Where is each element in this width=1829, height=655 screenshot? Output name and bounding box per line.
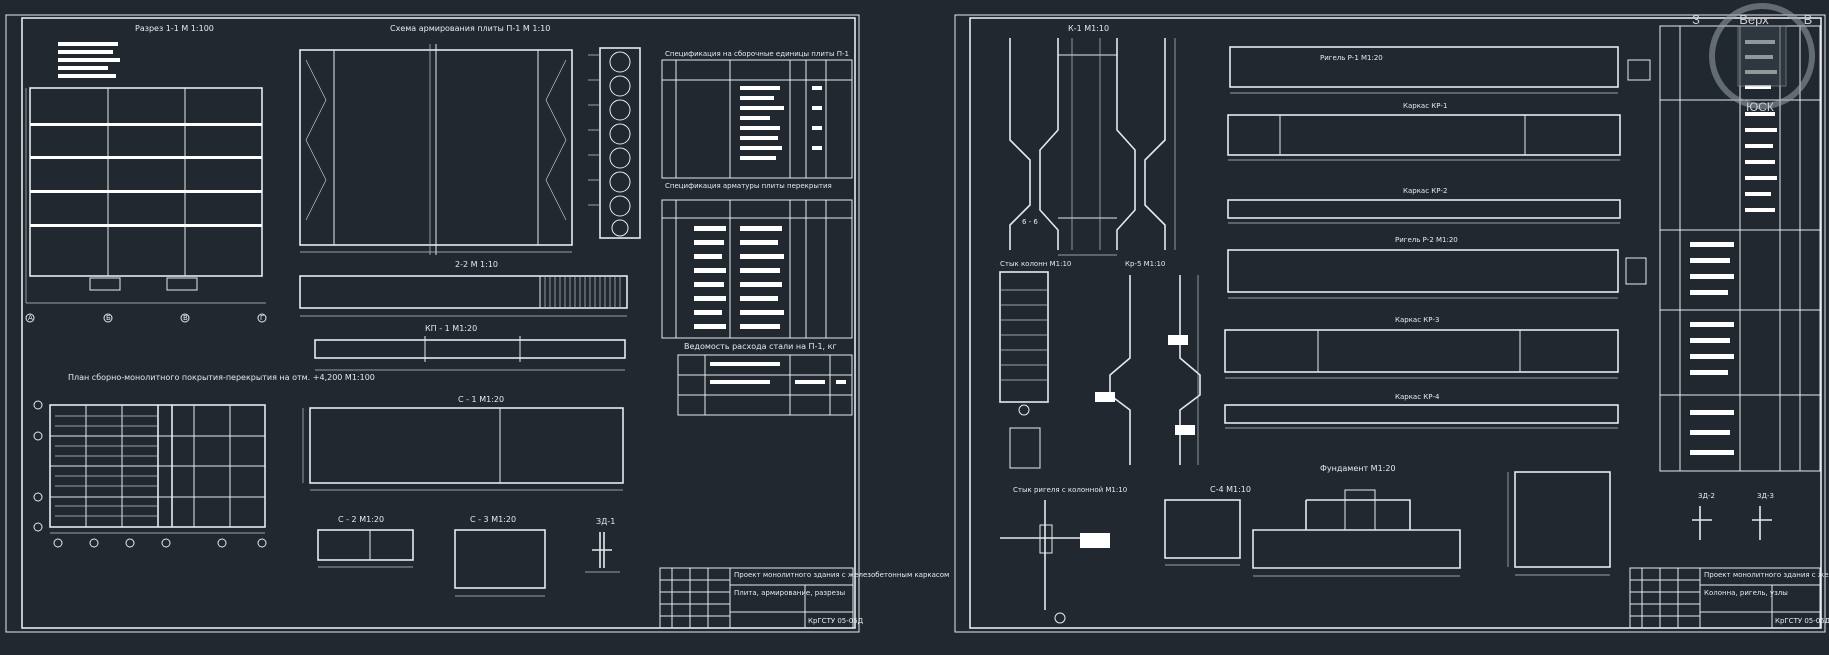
beam-r1[interactable]: Ригель Р-1 М1:20 <box>1229 46 1651 94</box>
viewcube-top-face[interactable]: Верх <box>1739 12 1769 27</box>
sheet-1-inner-frame <box>21 17 856 629</box>
sheet-1[interactable]: Разрез 1-1 М 1:100 <box>5 14 949 633</box>
beam-r2[interactable]: Ригель Р-2 М1:20 <box>1227 236 1647 299</box>
sheet-2-stamp-sheet: Колонна, ригель, узлы <box>1704 589 1788 597</box>
steel-consumption-table[interactable]: Ведомость расхода стали на П-1, кг <box>677 342 853 416</box>
c-4-mesh[interactable]: С-4 М1:10 <box>1164 485 1251 566</box>
viewcube-ring[interactable] <box>1709 3 1815 109</box>
joint2-title: Стык ригеля с колонной М1:10 <box>1013 486 1127 494</box>
zd-1-detail[interactable]: ЗД-1 <box>585 517 620 573</box>
zd3-title: ЗД-3 <box>1757 492 1774 500</box>
slab-scheme-title: Схема армирования плиты П-1 М 1:10 <box>390 24 550 33</box>
c-2-title: С - 2 М1:20 <box>338 515 384 524</box>
kr1-title: Каркас КР-1 <box>1403 102 1447 110</box>
sheet-1-stamp-project: Проект монолитного здания с железобетонн… <box>734 571 949 579</box>
sheet-1-outer-frame <box>5 14 860 633</box>
viewcube-ucs-menu[interactable]: ЮСК <box>1746 100 1774 114</box>
section-axes: А Б В Г <box>25 313 267 323</box>
svg-text:А: А <box>28 314 33 322</box>
slab-reinforcement-scheme[interactable]: Схема армирования плиты П-1 М 1:10 <box>299 24 573 255</box>
viewcube-east-label[interactable]: В <box>1803 12 1813 27</box>
c-3-title: С - 3 М1:20 <box>470 515 516 524</box>
foundation-title: Фундамент М1:20 <box>1320 464 1396 473</box>
spec-1-title: Спецификация на сборочные единицы плиты … <box>665 50 849 58</box>
joint-title: Стык колонн М1:10 <box>1000 260 1071 268</box>
zd-3-detail[interactable]: ЗД-3 <box>1752 492 1774 540</box>
floor-plan[interactable]: План сборно-монолитного покрытия-перекры… <box>33 373 375 548</box>
kr4-title: Каркас КР-4 <box>1395 393 1440 401</box>
zd-1-title: ЗД-1 <box>596 517 615 526</box>
kp-1-frame[interactable]: КП - 1 М1:20 <box>314 324 626 371</box>
section-2-2-title: 2-2 М 1:10 <box>455 260 498 269</box>
c-2-mesh[interactable]: С - 2 М1:20 <box>317 515 414 568</box>
sheet-2[interactable]: К-1 М1:10 Ригель Р-1 М1:20 Каркас КР-1 К… <box>954 14 1829 633</box>
embedded-plate[interactable] <box>1507 471 1611 576</box>
c-3-mesh[interactable]: С - 3 М1:20 <box>454 515 546 597</box>
cage-kr4[interactable]: Каркас КР-4 <box>1224 393 1619 429</box>
sheet-1-stamp-code: КрГСТУ 05-05Д <box>808 617 864 625</box>
viewcube-west-label[interactable]: З <box>1692 12 1700 27</box>
kr3-title: Каркас КР-3 <box>1395 316 1439 324</box>
building-section-frame <box>25 87 266 304</box>
k-1-title: К-1 М1:10 <box>1068 24 1109 33</box>
zd-2-detail[interactable]: ЗД-2 <box>1692 492 1715 540</box>
svg-text:В: В <box>183 314 188 322</box>
section-1-1[interactable]: Разрез 1-1 М 1:100 <box>25 24 267 323</box>
beam-column-joint[interactable]: Стык ригеля с колонной М1:10 <box>1000 486 1127 624</box>
specification-table-1[interactable]: Спецификация на сборочные единицы плиты … <box>661 50 853 179</box>
hollow-slab-cross-section <box>588 47 641 239</box>
sheet-1-title-block[interactable]: Проект монолитного здания с железобетонн… <box>659 567 949 629</box>
k-1-column[interactable]: К-1 М1:10 <box>1009 24 1176 256</box>
r1-title: Ригель Р-1 М1:20 <box>1320 54 1383 62</box>
zd2-title: ЗД-2 <box>1698 492 1715 500</box>
c-4-title: С-4 М1:10 <box>1210 485 1251 494</box>
kr-5-frame[interactable]: Кр-5 М1:10 <box>1095 260 1201 465</box>
cage-kr2[interactable]: Каркас КР-2 <box>1227 187 1621 224</box>
sheet-2-outer-frame <box>954 14 1826 633</box>
section-1-1-title: Разрез 1-1 М 1:100 <box>135 24 214 33</box>
sheet-1-stamp-sheet: Плита, армирование, разрезы <box>734 589 845 597</box>
sheet-2-stamp-code: КрГСТУ 05-05Д <box>1775 617 1829 625</box>
kp-1-title: КП - 1 М1:20 <box>425 324 477 333</box>
foundation[interactable]: Фундамент М1:20 <box>1252 464 1461 577</box>
kr5-title: Кр-5 М1:10 <box>1125 260 1165 268</box>
c-1-title: С - 1 М1:20 <box>458 395 504 404</box>
spec-2-title: Спецификация арматуры плиты перекрытия <box>665 182 832 190</box>
svg-text:Г: Г <box>260 314 264 322</box>
sheet-2-title-block[interactable]: Проект монолитного здания с железобетонн… <box>1629 567 1829 629</box>
c-1-mesh[interactable]: С - 1 М1:20 <box>302 395 624 491</box>
sheet-2-inner-frame <box>969 17 1822 629</box>
cage-kr1[interactable]: Каркас КР-1 <box>1227 102 1621 161</box>
steel-table-title: Ведомость расхода стали на П-1, кг <box>684 342 837 351</box>
kr2-title: Каркас КР-2 <box>1403 187 1447 195</box>
svg-text:Б: Б <box>106 314 111 322</box>
floor-plan-title-line: План сборно-монолитного покрытия-перекры… <box>68 373 375 382</box>
section-6-6-label: 6 - 6 <box>1022 218 1038 226</box>
section-2-2[interactable]: 2-2 М 1:10 <box>299 260 628 317</box>
specification-table-2[interactable]: Спецификация арматуры плиты перекрытия <box>661 182 853 339</box>
cage-kr3[interactable]: Каркас КР-3 <box>1224 316 1619 379</box>
column-joint[interactable]: Стык колонн М1:10 <box>999 260 1071 469</box>
sheet-2-stamp-project: Проект монолитного здания с железобетонн… <box>1704 571 1829 579</box>
r2-title: Ригель Р-2 М1:20 <box>1395 236 1458 244</box>
